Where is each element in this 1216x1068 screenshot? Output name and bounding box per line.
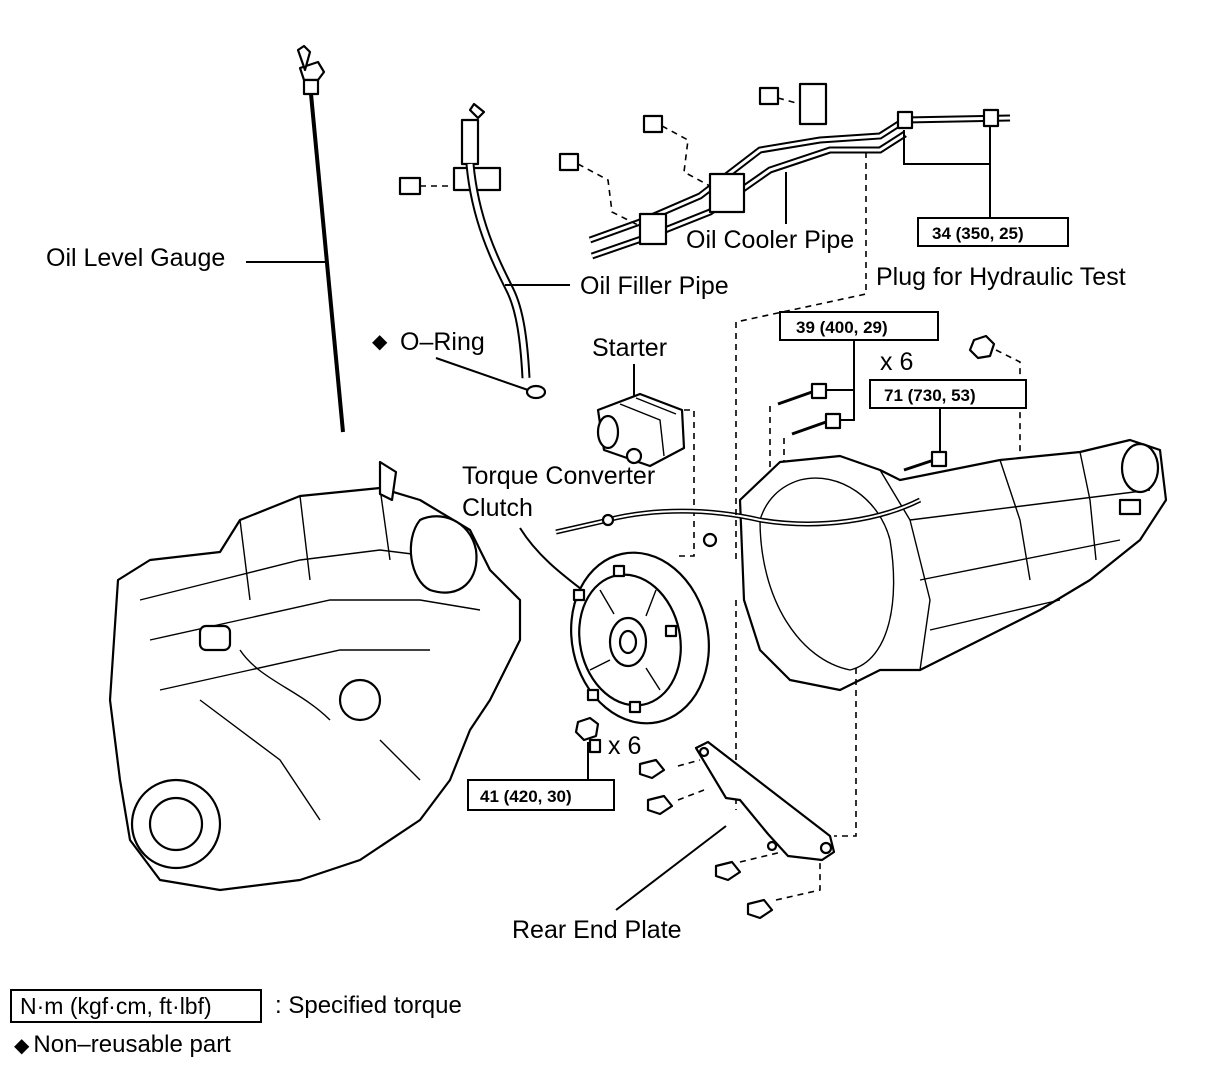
converter-bolt (574, 716, 602, 754)
non-reusable-mark-o-ring: ◆ (372, 331, 388, 353)
torque-box-side-bolt (869, 379, 1027, 409)
starter (596, 392, 695, 557)
torque-upper-bolts: 39 (400, 29) (796, 318, 888, 337)
torque-box-upper-bolts (779, 311, 939, 341)
oil-cooler-pipe (588, 82, 1011, 260)
label-plug-hydraulic-test: Plug for Hydraulic Test (876, 263, 1126, 291)
torque-converter-clutch (570, 551, 710, 725)
label-rear-end-plate: Rear End Plate (512, 916, 682, 944)
leader-torque-cooler-pipe (903, 126, 991, 218)
engine (108, 460, 522, 892)
torque-side-bolt: 71 (730, 53) (884, 386, 976, 405)
cooler-pipe-bolts (558, 86, 1000, 227)
end-plate-bolts (638, 758, 774, 920)
torque-cooler-pipe: 34 (350, 25) (932, 224, 1024, 243)
legend-unit-box: N·m (kgf·cm, ft·lbf) (10, 989, 262, 1023)
label-o-ring: O–Ring (400, 328, 485, 356)
oil-filler-pipe (452, 102, 547, 400)
leader-rear-end-plate (615, 825, 727, 911)
legend-non-reusable: ◆Non–reusable part (14, 1031, 231, 1059)
torque-converter-bolts: 41 (420, 30) (480, 787, 572, 806)
non-reusable-mark: ◆ (14, 1035, 30, 1057)
leader-torque-converter (519, 527, 591, 597)
leader-o-ring (435, 357, 529, 391)
torque-box-converter-bolts (467, 779, 615, 811)
hydraulic-test-plug (968, 334, 1021, 456)
legend-unit-text: N·m (kgf·cm, ft·lbf) (20, 993, 212, 1019)
qty-converter-bolts: x 6 (608, 732, 641, 760)
alignment-dashes (677, 152, 867, 901)
torque-box-cooler-pipe (917, 217, 1069, 247)
label-starter: Starter (592, 334, 667, 362)
qty-upper-bolts: x 6 (880, 348, 913, 376)
oil-level-gauge (296, 44, 345, 433)
transmission (555, 438, 1168, 692)
label-torque-converter-line1: Torque Converter (462, 462, 655, 490)
leader-upper-bolts (822, 340, 855, 421)
housing-bolt-side (903, 450, 948, 472)
rear-end-plate (694, 740, 836, 862)
label-oil-level-gauge: Oil Level Gauge (46, 244, 225, 272)
label-oil-cooler-pipe: Oil Cooler Pipe (686, 226, 854, 254)
filler-pipe-bolt (398, 176, 454, 196)
legend-non-reusable-text: Non–reusable part (33, 1031, 231, 1058)
legend-specified-torque: : Specified torque (275, 992, 462, 1019)
label-torque-converter-line2: Clutch (462, 494, 533, 522)
label-oil-filler-pipe: Oil Filler Pipe (580, 272, 729, 300)
